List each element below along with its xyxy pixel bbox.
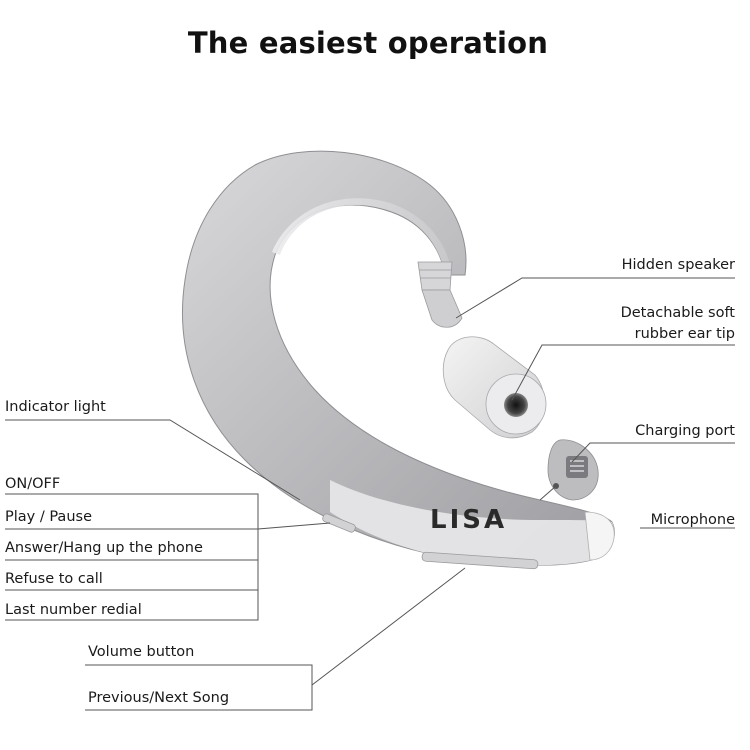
label-microphone: Microphone: [650, 512, 735, 528]
label-last-redial: Last number redial: [5, 602, 142, 618]
label-answer-hang: Answer/Hang up the phone: [5, 540, 203, 556]
label-detachable-line1: Detachable soft: [620, 305, 735, 321]
earphone-body: [182, 150, 615, 566]
on-off-button: [322, 513, 356, 533]
label-on-off: ON/OFF: [5, 476, 61, 492]
label-refuse-call: Refuse to call: [5, 571, 103, 587]
brand-logo: LISA: [430, 505, 507, 535]
label-detachable-line2: rubber ear tip: [634, 326, 735, 342]
label-volume-button: Volume button: [88, 644, 195, 660]
speaker-stem: [417, 261, 463, 328]
label-hidden-speaker: Hidden speaker: [621, 257, 735, 273]
label-prev-next-song: Previous/Next Song: [88, 690, 230, 706]
label-charging-port: Charging port: [635, 423, 735, 439]
ear-tip: [442, 336, 547, 439]
charging-port-piece: [547, 439, 599, 501]
callout-lines: [5, 277, 735, 711]
label-indicator-light: Indicator light: [5, 399, 106, 415]
page-title: The easiest operation: [187, 26, 549, 60]
volume-button: [421, 551, 539, 570]
label-play-pause: Play / Pause: [5, 509, 92, 525]
